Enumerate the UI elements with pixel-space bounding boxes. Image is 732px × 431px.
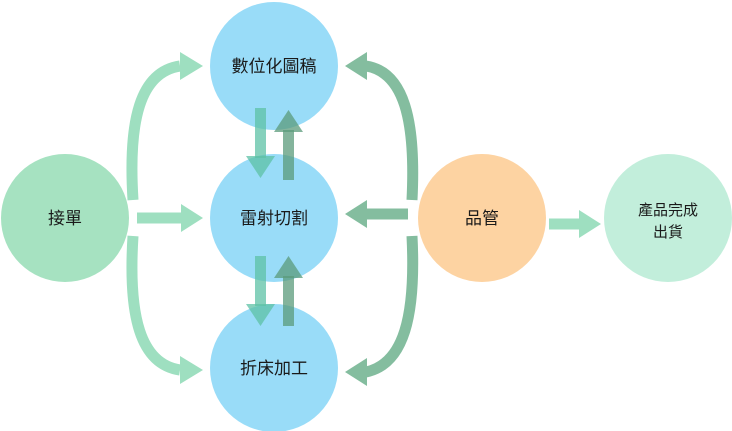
order-arrows [126, 52, 203, 384]
arrow-order-to-cad [126, 60, 182, 201]
qc-to-shipping [549, 210, 601, 238]
node-quality-control [418, 154, 546, 282]
label-laser-cutting: 雷射切割 [240, 209, 308, 229]
node-laser-cutting [210, 154, 338, 282]
arrow-qc-to-laser-head [345, 200, 367, 228]
arrow-laser-to-bending-shaft [255, 256, 266, 306]
arrow-qc-to-bending [364, 235, 419, 378]
arrow-laser-to-cad-shaft [283, 130, 294, 180]
arrow-qc-to-bending-head [345, 358, 367, 386]
label-cad-artwork: 數位化圖稿 [232, 57, 317, 77]
arrow-order-to-bending-head [180, 356, 203, 384]
node-cad-artwork [210, 2, 338, 130]
qc-arrows [345, 52, 419, 386]
label-shipping-line2: 出貨 [653, 223, 683, 241]
arrow-qc-to-cad [364, 60, 419, 201]
label-shipping-line1: 產品完成 [638, 201, 698, 219]
arrow-qc-to-shipping-head [579, 210, 601, 238]
label-bending: 折床加工 [240, 359, 308, 379]
arrow-order-to-cad-head [180, 52, 203, 80]
arrow-laser-to-bending-head [246, 304, 275, 326]
label-quality-control: 品管 [465, 209, 499, 229]
cad-laser-exchange [246, 108, 303, 180]
node-shipping [604, 154, 732, 282]
arrow-order-to-bending [126, 235, 182, 376]
arrow-laser-to-cad-head [274, 110, 303, 132]
node-order [1, 154, 129, 282]
arrow-cad-to-laser-head [246, 156, 275, 178]
arrow-order-to-laser-head [181, 204, 203, 232]
arrow-bending-to-laser-head [274, 256, 303, 278]
node-bending [210, 304, 338, 431]
label-order: 接單 [48, 209, 82, 229]
arrow-cad-to-laser-shaft [255, 108, 266, 158]
arrow-qc-to-cad-head [345, 52, 367, 80]
arrow-bending-to-laser-shaft [283, 276, 294, 326]
laser-bending-exchange [246, 256, 303, 326]
